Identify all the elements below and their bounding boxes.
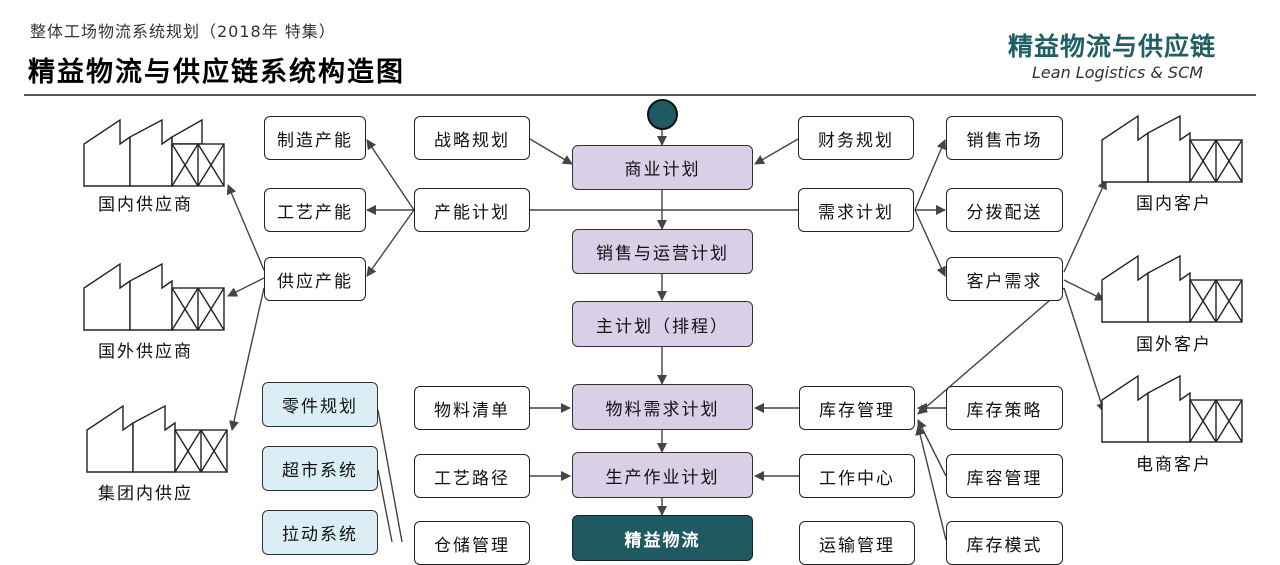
connector-lines — [226, 130, 1107, 542]
right-inventory-mode: 库存模式 — [946, 521, 1063, 565]
brand-name-cn: 精益物流与供应链 — [1008, 32, 1217, 61]
left-strategy: 战略规划 — [414, 116, 530, 160]
left-warehouse: 仓储管理 — [414, 521, 530, 565]
arrow-supply-to-domestic — [226, 184, 265, 271]
factory-icon — [1101, 114, 1243, 183]
header-divider — [24, 94, 1256, 96]
line-parts-down — [377, 409, 403, 542]
right-storage-capacity: 库容管理 — [946, 454, 1063, 498]
left-supermarket: 超市系统 — [262, 446, 378, 491]
right-inventory-strategy: 库存策略 — [946, 386, 1063, 430]
right-financial-plan: 财务规划 — [798, 116, 914, 160]
arrow-finance-to-business — [754, 138, 799, 165]
factory-icon — [1101, 254, 1243, 323]
core-sop: 销售与运营计划 — [572, 229, 753, 274]
arrow-customer-to-domestic — [1063, 179, 1107, 273]
left-process-capacity: 工艺产能 — [264, 188, 366, 232]
arrow-strategy-to-business — [529, 138, 573, 165]
customer-domestic-label: 国内客户 — [1136, 194, 1212, 214]
supplier-group-label: 集团内供应 — [98, 484, 193, 504]
arrow-supply-to-group — [229, 287, 265, 431]
arrow-customer-to-foreign — [1063, 279, 1105, 301]
factory-icon — [83, 118, 225, 187]
start-node — [647, 99, 678, 130]
arrow-demand-to-customer — [914, 209, 946, 277]
page-title: 精益物流与供应链系统构造图 — [28, 57, 405, 88]
left-routing: 工艺路径 — [414, 454, 530, 498]
line-supermarket-down — [377, 469, 393, 542]
factory-icon — [1101, 374, 1243, 443]
supplier-foreign-label: 国外供应商 — [98, 342, 193, 362]
brand-name-en: Lean Logistics & SCM — [1032, 63, 1204, 82]
right-work-center: 工作中心 — [799, 454, 915, 498]
left-capacity-plan: 产能计划 — [414, 188, 530, 232]
right-inventory-mgmt: 库存管理 — [799, 386, 915, 430]
right-customer-demand: 客户需求 — [946, 257, 1063, 301]
arrow-supply-to-foreign — [227, 277, 265, 297]
arrow-demand-to-market — [914, 139, 947, 211]
core-lean-logistics: 精益物流 — [572, 515, 753, 561]
factory-icon — [83, 262, 225, 331]
right-transport-mgmt: 运输管理 — [799, 521, 915, 565]
factory-icon — [86, 404, 228, 473]
arrow-capacity-to-manufacturing — [366, 139, 415, 211]
supplier-domestic-label: 国内供应商 — [98, 195, 193, 215]
core-mps: 主计划（排程） — [572, 301, 753, 347]
left-manufacturing-capacity: 制造产能 — [264, 116, 366, 160]
arrow-storage-to-inventory — [917, 419, 947, 477]
right-demand-plan: 需求计划 — [798, 188, 914, 232]
customer-foreign-label: 国外客户 — [1136, 335, 1212, 355]
right-distribution: 分拨配送 — [946, 188, 1063, 232]
header-subtitle: 整体工场物流系统规划（2018年 特集） — [30, 22, 336, 41]
left-pull-system: 拉动系统 — [262, 510, 378, 555]
left-supply-capacity: 供应产能 — [264, 257, 366, 301]
arrow-customer-to-ecommerce — [1063, 287, 1106, 413]
core-production-plan: 生产作业计划 — [572, 452, 753, 498]
core-mrp: 物料需求计划 — [572, 384, 753, 430]
left-bom: 物料清单 — [414, 386, 530, 430]
arrow-customer-to-inventory — [917, 287, 1065, 415]
customer-ecommerce-label: 电商客户 — [1136, 455, 1212, 475]
arrow-mode-to-inventory — [915, 425, 947, 541]
right-sales-market: 销售市场 — [946, 116, 1063, 160]
left-parts-planning: 零件规划 — [262, 382, 378, 427]
core-business-plan: 商业计划 — [572, 145, 753, 190]
arrow-capacity-to-supply — [366, 209, 415, 277]
